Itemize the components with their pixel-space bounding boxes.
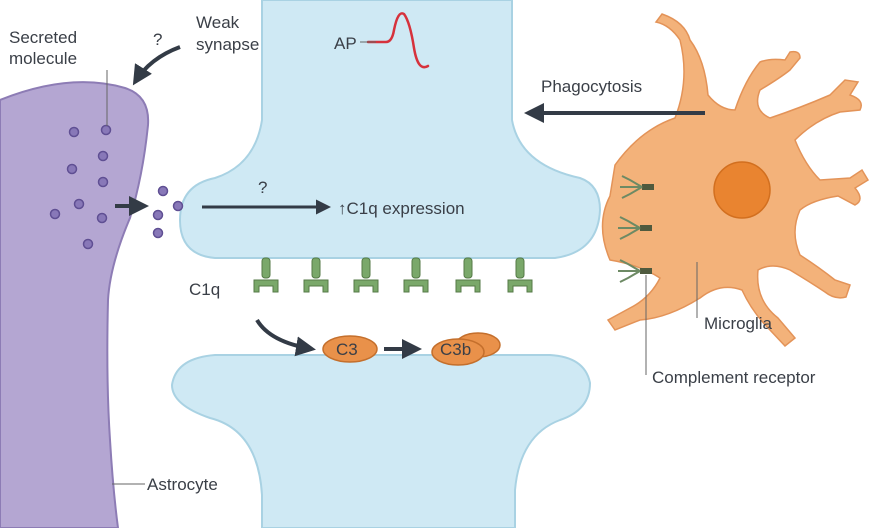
vesicle-icon — [157, 185, 169, 197]
signal-question: ? — [258, 178, 267, 197]
c1q-protein-icon — [253, 257, 279, 293]
ap-label: AP — [334, 34, 357, 53]
c3b-label: C3b — [440, 340, 471, 359]
c1q-protein-icon — [455, 257, 481, 293]
weak-synapse-question: ? — [153, 30, 162, 49]
presynaptic-terminal — [178, 0, 602, 259]
action-potential-trace — [366, 12, 430, 69]
c1q-protein-icon — [353, 257, 379, 293]
complement-proteins — [322, 332, 501, 366]
postsynaptic-terminal — [170, 354, 592, 528]
c1q-label: C1q — [189, 280, 220, 299]
secreted-molecule-vesicles — [49, 124, 184, 250]
c1q-expression-label: ↑C1q expression — [338, 199, 465, 218]
vesicle-icon — [73, 198, 85, 210]
vesicle-icon — [97, 176, 109, 188]
c1q-protein-icon — [403, 257, 429, 293]
microglia-label: Microglia — [704, 314, 773, 333]
phagocytosis-label: Phagocytosis — [541, 77, 642, 96]
c1q-protein-icon — [507, 257, 533, 293]
complement-receptor-icon — [620, 175, 654, 199]
microglia-nucleus — [713, 161, 771, 219]
c1q-to-c3-arrow-icon — [255, 318, 316, 357]
vesicle-icon — [100, 124, 112, 136]
astrocyte-process — [0, 81, 150, 528]
weak-synapse-label-1: Weak — [196, 13, 240, 32]
vesicle-icon — [172, 200, 184, 212]
vesicle-icon — [152, 227, 164, 239]
c3-label: C3 — [336, 340, 358, 359]
secreted-molecule-label-1: Secreted — [9, 28, 77, 47]
vesicle-icon — [152, 209, 164, 221]
c1q-proteins — [253, 257, 533, 293]
vesicle-icon — [68, 126, 80, 138]
complement-receptor-icon — [618, 216, 652, 240]
microglia-cell — [601, 13, 870, 348]
vesicle-icon — [82, 238, 94, 250]
weak-synapse-arrow-icon — [132, 45, 181, 86]
complement-receptors — [618, 175, 654, 283]
c1q-protein-icon — [303, 257, 329, 293]
astrocyte-label: Astrocyte — [147, 475, 218, 494]
vesicle-icon — [66, 163, 78, 175]
secreted-molecule-label-2: molecule — [9, 49, 77, 68]
vesicle-icon — [97, 150, 109, 162]
complement-receptor-label: Complement receptor — [652, 368, 816, 387]
vesicle-icon — [96, 212, 108, 224]
c3b-protein — [431, 338, 485, 366]
weak-synapse-label-2: synapse — [196, 35, 259, 54]
vesicle-icon — [49, 208, 61, 220]
complement-receptor-icon — [618, 259, 652, 283]
c3-protein — [322, 335, 378, 363]
